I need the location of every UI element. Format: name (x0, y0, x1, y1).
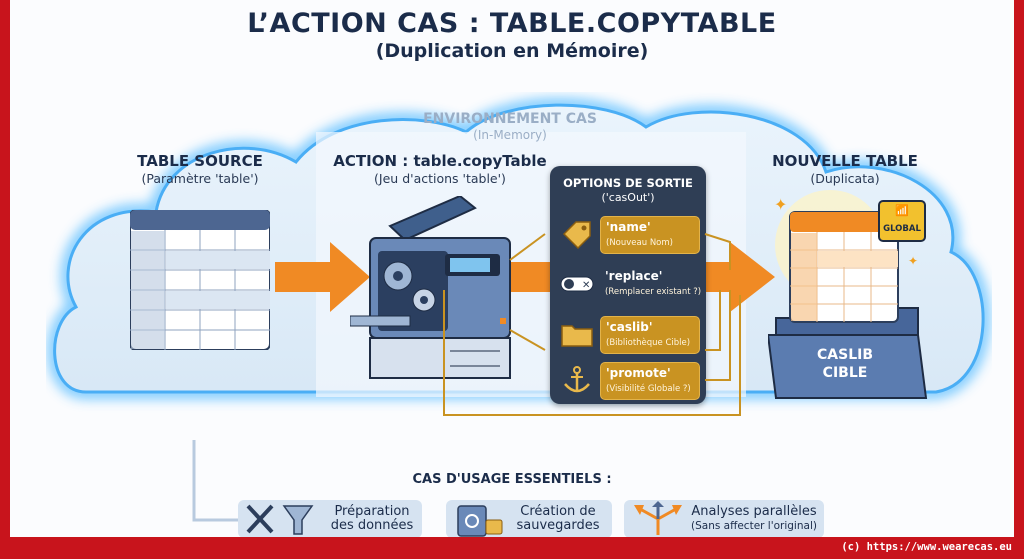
option-promote: 'promote'(Visibilité Globale ?) (558, 360, 700, 400)
tools-funnel-icon (246, 504, 314, 535)
target-sub: (Duplicata) (810, 171, 880, 186)
target-folder-icon: ✦ ✦ (768, 190, 928, 399)
option-connectors (443, 233, 741, 416)
option-replace: ✕ 'replace'(Remplacer existant ?) (558, 264, 701, 304)
split-arrows-icon (634, 501, 682, 535)
environment-label: ENVIRONNEMENT CAS (423, 111, 597, 127)
source-sub: (Paramètre 'table') (141, 171, 259, 186)
svg-text:✦: ✦ (908, 254, 918, 268)
page-title: L’ACTION CAS : TABLE.COPYTABLE (247, 8, 777, 39)
output-options-panel: OPTIONS DE SORTIE ('casOut') 'name'(Nouv… (550, 166, 706, 404)
svg-text:✕: ✕ (582, 280, 590, 291)
output-options-title: OPTIONS DE SORTIE (563, 176, 693, 190)
action-sub: (Jeu d'actions 'table') (374, 171, 506, 186)
toggle-icon: ✕ (560, 276, 594, 292)
safe-lock-icon (457, 505, 503, 537)
action-label: ACTION : table.copyTable (333, 152, 547, 170)
folder-icon (561, 325, 593, 347)
global-badge-text: GLOBAL (883, 224, 921, 234)
usage-item-preparation: Préparation des données (238, 500, 422, 537)
page-subtitle: (Duplication en Mémoire) (375, 40, 649, 62)
tag-icon (562, 221, 591, 250)
environment-sub: (In-Memory) (473, 128, 547, 142)
copier-machine-icon (350, 196, 511, 379)
usage-title: CAS D'USAGE ESSENTIELS : (412, 472, 612, 487)
infographic-canvas: L’ACTION CAS : TABLE.COPYTABLE (Duplicat… (10, 0, 1014, 537)
svg-text:✦: ✦ (774, 195, 787, 214)
usage-item-backup: Création de sauvegardes (446, 500, 612, 537)
option-name: 'name'(Nouveau Nom) (558, 214, 700, 254)
broadcast-icon: 📶 (895, 205, 909, 217)
anchor-icon (564, 366, 590, 393)
usage-connector (192, 440, 248, 522)
source-table-icon (130, 210, 270, 350)
footer-credit: (c) https://www.wearecas.eu (841, 541, 1012, 553)
target-label: NOUVELLE TABLE (772, 152, 918, 170)
output-options-sub: ('casOut') (601, 191, 655, 204)
arrow-in-icon (275, 242, 370, 312)
usage-item-parallel: Analyses parallèles (Sans affecter l'ori… (624, 500, 824, 537)
global-badge: 📶 GLOBAL (878, 200, 926, 242)
option-caslib: 'caslib'(Bibliothèque Cible) (558, 314, 700, 354)
caslib-folder-label: CASLIB CIBLE (817, 347, 873, 381)
source-label: TABLE SOURCE (137, 152, 263, 170)
